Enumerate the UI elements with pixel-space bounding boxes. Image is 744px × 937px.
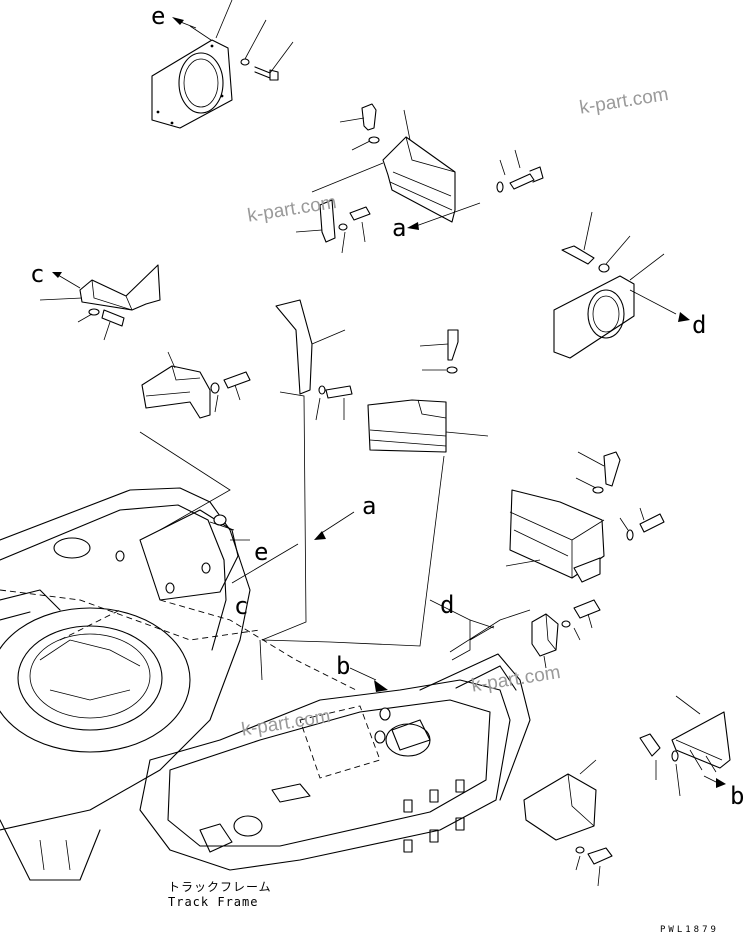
bracket-b [639,695,731,797]
bottom-small-cover [523,759,613,887]
callout-letter-c-mid: c [234,592,249,620]
callout-letter-b-mid: b [336,652,351,680]
callout-letter-d-mid: d [440,591,455,619]
small-bracket [295,199,371,254]
upper-cover-a [311,103,456,223]
floor-plate [367,329,489,453]
callout-letter-e-top: e [151,2,166,30]
cover-plate-d [553,211,690,359]
small-clip [531,599,601,669]
washer-bolt-e [240,19,294,81]
caption-japanese: トラックフレーム [168,880,272,894]
callout-letter-d-right: d [692,311,707,339]
track-frame [0,487,531,881]
mid-left-cover [141,351,251,419]
bracket-c [39,264,161,341]
cover-plate-e [151,0,233,129]
right-box-cover [505,451,665,583]
caption-english: Track Frame [168,895,259,909]
bolt-washer-a-right [496,149,544,193]
callout-letter-e-mid: e [254,538,269,566]
track-frame-caption: トラックフレーム Track Frame [168,880,272,910]
drawing-code: PWL1879 [660,925,719,935]
callout-letter-c-left: c [30,260,45,288]
callout-letter-a-mid: a [362,492,377,520]
callout-letter-a-top: a [392,214,407,242]
callout-letter-b-right: b [730,782,744,810]
vertical-bracket [275,299,353,421]
